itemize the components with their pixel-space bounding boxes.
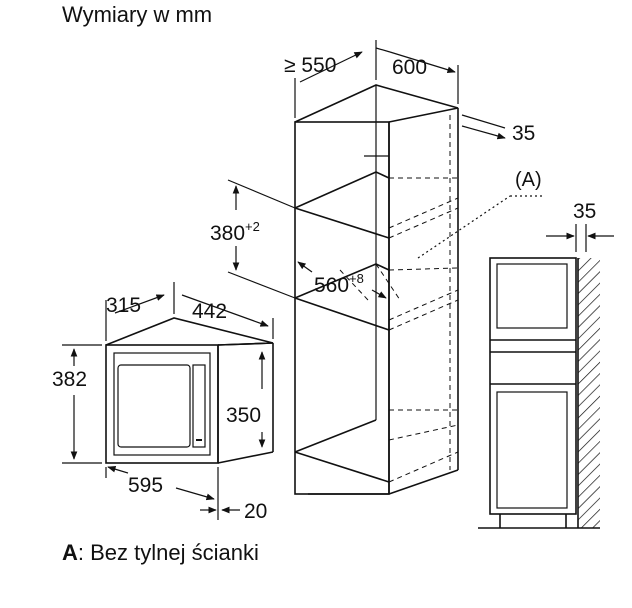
microwave-dimensions xyxy=(62,282,274,520)
footnote-marker: A xyxy=(62,540,78,565)
side-gap-dimension xyxy=(546,224,614,252)
side-gap-label: 35 xyxy=(573,200,596,223)
microwave-width-top-label: 442 xyxy=(192,300,227,323)
footnote-text: : Bez tylnej ścianki xyxy=(77,540,259,565)
cabinet-depth-label: ≥ 550 xyxy=(284,54,336,77)
cabinet-hidden-lines xyxy=(339,115,459,483)
callout-leader xyxy=(417,195,511,259)
cabinet-width-label: 600 xyxy=(392,56,427,79)
back-gap-label: 35 xyxy=(512,122,535,145)
niche-height-label: 380+2 xyxy=(210,219,260,245)
diagram-title: Wymiary w mm xyxy=(62,2,213,27)
microwave-frame-label: 20 xyxy=(244,500,267,523)
microwave-height-label: 382 xyxy=(52,368,87,391)
niche-width-label: 560+8 xyxy=(314,271,364,297)
microwave-depth-label: 315 xyxy=(106,294,141,317)
microwave-width-label: 595 xyxy=(128,474,163,497)
microwave-inner-height-label: 350 xyxy=(226,404,261,427)
footnote: A: Bez tylnej ścianki xyxy=(62,540,259,566)
niche-height-dimension xyxy=(227,179,296,299)
microwave xyxy=(105,317,274,464)
callout-label: (A) xyxy=(515,169,542,191)
cabinet-top-dimensions xyxy=(294,40,506,140)
niche-width-dimension xyxy=(297,261,387,299)
tall-cabinet xyxy=(294,84,459,495)
side-section xyxy=(478,257,600,529)
